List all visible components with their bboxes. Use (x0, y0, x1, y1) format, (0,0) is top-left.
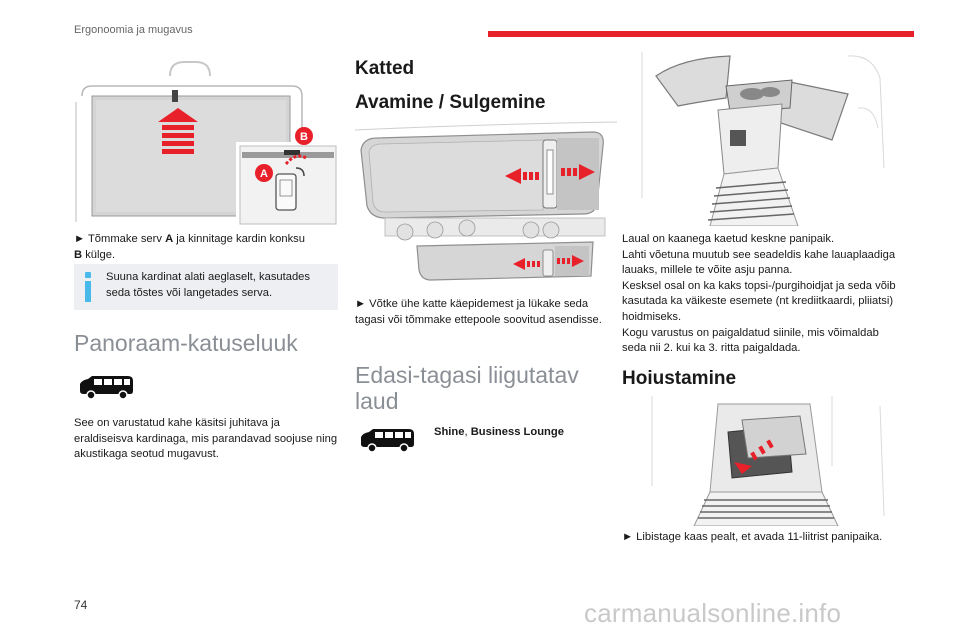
van-icon (78, 374, 136, 405)
heading-laud: Edasi-tagasi liigutatav laud (355, 362, 579, 414)
page-number: 74 (74, 598, 88, 612)
version-text: Shine, Business Lounge (434, 426, 564, 438)
storage-figure (622, 396, 898, 526)
label-a: A (260, 168, 268, 180)
heading-avamine: Avamine / Sulgemine (355, 92, 546, 113)
info-note: Suuna kardinat alati aeglaselt, kasutade… (74, 264, 338, 310)
heading-hoiustamine: Hoiustamine (622, 368, 737, 389)
curtain-hook-figure: B A (74, 56, 338, 226)
roof-covers-figure (355, 118, 617, 288)
info-note-text: Suuna kardinat alati aeglaselt, kasutade… (106, 271, 310, 299)
watermark: carmanualsonline.info (584, 598, 842, 628)
panorama-text: See on varustatud kahe käsitsi juhitava … (74, 417, 338, 461)
section-header: Ergonoomia ja mugavus (74, 24, 193, 36)
header-accent-bar (488, 31, 914, 37)
heading-katted: Katted (355, 58, 415, 79)
sliding-table-figure (622, 48, 898, 226)
van-icon-2 (359, 427, 417, 458)
storage-text: ► Libistage kaas pealt, et avada 11-liit… (622, 531, 883, 543)
heading-panorama: Panoraam-katuseluuk (74, 330, 298, 356)
label-b: B (300, 131, 308, 143)
curtain-step-text: ► Tõmmake serv A ja kinnitage kardin kon… (74, 233, 305, 261)
table-description: Laual on kaanega kaetud keskne panipaik.… (622, 233, 896, 355)
covers-text: ► Võtke ühe katte käepidemest ja lükake … (355, 298, 602, 326)
info-icon (85, 272, 91, 302)
